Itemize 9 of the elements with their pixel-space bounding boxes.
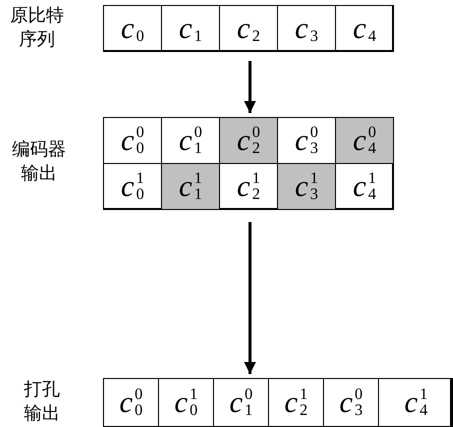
table-frame [103,5,393,51]
table-frame [103,117,393,209]
row-label: 编码器输出 [11,138,67,186]
row-label: 打孔输出 [23,378,61,426]
arrow [244,61,256,113]
table-frame [103,378,453,427]
row-label: 原比特序列 [9,4,65,52]
bit-cell: c$_{4}$ [335,5,394,52]
arrow [244,222,256,374]
